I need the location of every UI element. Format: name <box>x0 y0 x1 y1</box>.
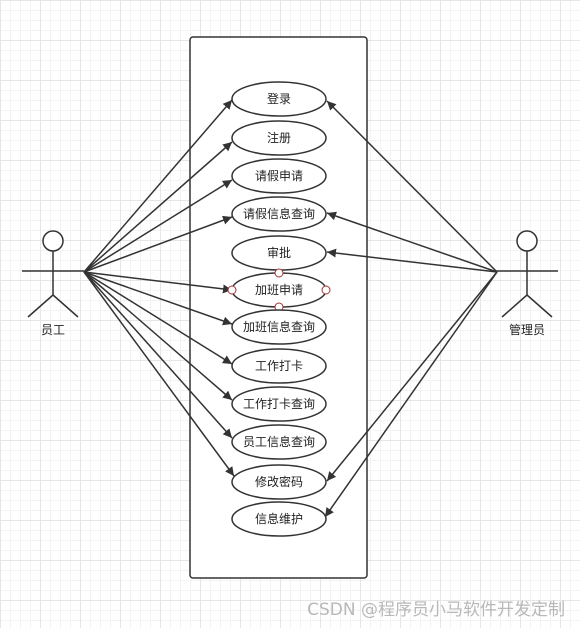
use-case-overtime-query[interactable]: 加班信息查询 <box>231 309 327 345</box>
use-case-leave-query[interactable]: 请假信息查询 <box>231 196 327 232</box>
assoc-employee-overtime-request <box>83 271 233 294</box>
selection-handle-top[interactable] <box>274 268 284 278</box>
use-case-overtime-request[interactable]: 加班申请 <box>227 268 331 312</box>
use-case-overtime-request-label: 加班申请 <box>255 283 303 297</box>
employee-associations <box>83 99 235 477</box>
assoc-admin-approve <box>326 248 498 273</box>
assoc-employee-clock-in-query <box>83 271 233 401</box>
selection-handle-right[interactable] <box>321 285 331 295</box>
use-case-clock-in-label: 工作打卡 <box>255 359 303 373</box>
selection-handle-left[interactable] <box>227 285 237 295</box>
use-case-clock-in-query[interactable]: 工作打卡查询 <box>231 386 327 422</box>
admin-associations <box>324 100 498 518</box>
use-case-leave-query-label: 请假信息查询 <box>243 206 315 221</box>
assoc-employee-leave-query <box>83 215 233 273</box>
actor-employee-label: 员工 <box>41 323 65 337</box>
assoc-employee-clock-in <box>83 271 233 365</box>
use-case-overtime-query-label: 加班信息查询 <box>243 319 315 334</box>
assoc-employee-register <box>83 141 233 273</box>
assoc-employee-leave-request <box>83 179 233 273</box>
use-case-leave-request[interactable]: 请假申请 <box>231 158 327 194</box>
use-case-change-password[interactable]: 修改密码 <box>231 464 327 500</box>
use-case-approve[interactable]: 审批 <box>231 235 327 271</box>
assoc-admin-leave-query <box>326 211 498 273</box>
use-case-approve-label: 审批 <box>267 245 291 260</box>
assoc-admin-login <box>326 100 498 273</box>
use-case-leave-request-label: 请假申请 <box>255 169 303 183</box>
actor-admin[interactable] <box>496 230 558 318</box>
assoc-employee-change-password <box>83 271 235 477</box>
use-case-register-label: 注册 <box>267 130 291 145</box>
use-case-clock-in-query-label: 工作打卡查询 <box>243 397 315 411</box>
actor-admin-label: 管理员 <box>509 322 545 337</box>
watermark: CSDN @程序员小马软件开发定制 <box>307 600 565 620</box>
use-case-login-label: 登录 <box>267 91 291 106</box>
actor-employee[interactable] <box>22 230 84 318</box>
selection-handles[interactable] <box>227 268 331 312</box>
assoc-admin-info-maintenance <box>324 271 498 518</box>
assoc-employee-overtime-query <box>83 271 233 326</box>
assoc-employee-login <box>83 99 233 273</box>
use-case-login[interactable]: 登录 <box>231 81 327 117</box>
assoc-admin-change-password <box>326 271 498 482</box>
use-case-info-maintenance-label: 信息维护 <box>255 511 303 526</box>
employee-head <box>42 230 64 252</box>
use-case-register[interactable]: 注册 <box>231 120 327 156</box>
assoc-employee-info-query <box>83 271 233 439</box>
use-case-clock-in[interactable]: 工作打卡 <box>231 348 327 384</box>
use-case-change-password-label: 修改密码 <box>255 474 303 489</box>
use-case-info-maintenance[interactable]: 信息维护 <box>231 501 327 537</box>
use-case-employee-info-query[interactable]: 员工信息查询 <box>231 424 327 460</box>
use-case-employee-info-query-label: 员工信息查询 <box>243 434 315 449</box>
admin-head <box>516 230 538 252</box>
